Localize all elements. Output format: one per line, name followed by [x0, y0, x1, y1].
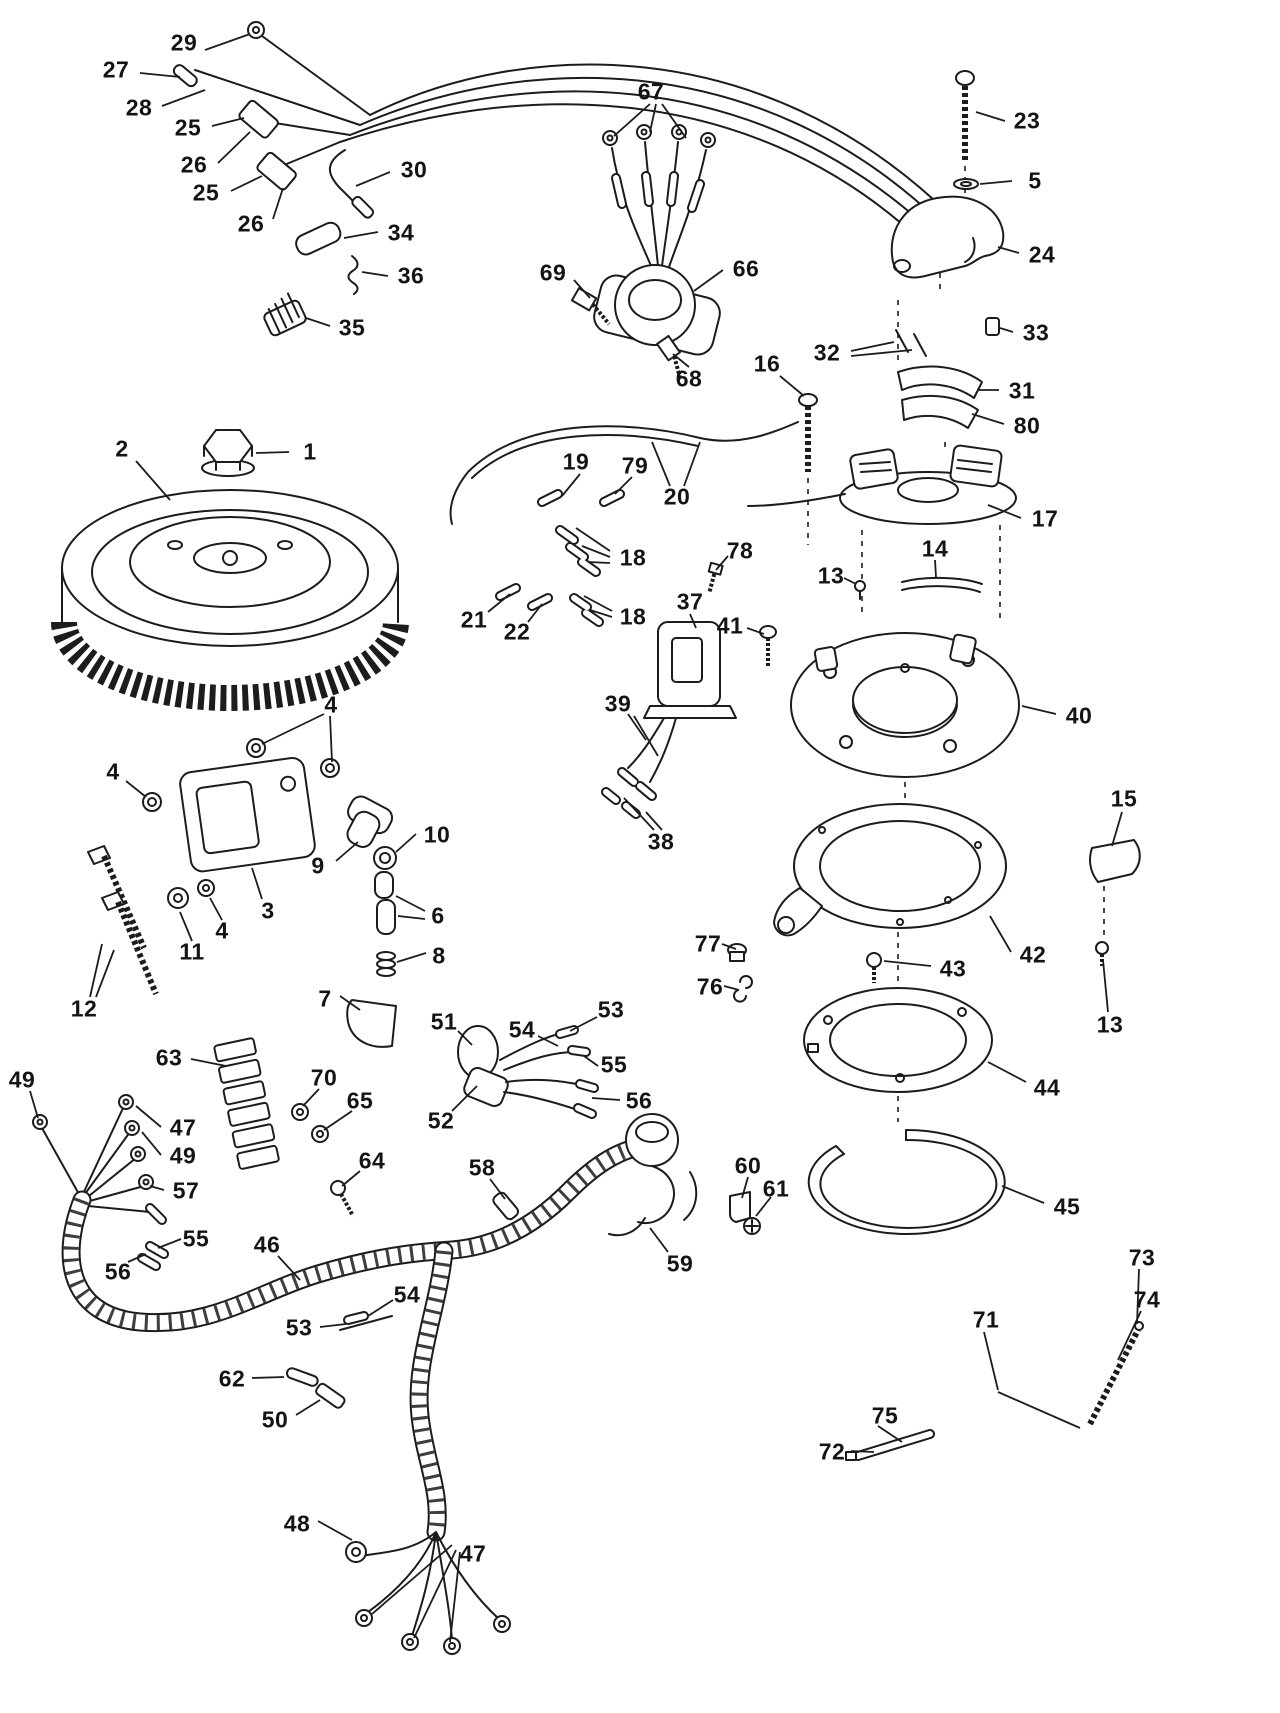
flywheel-drawing	[51, 489, 409, 711]
left-wire-cluster-drawing	[32, 1094, 169, 1271]
timer-base-drawing	[790, 632, 1020, 778]
lead-30	[351, 195, 375, 219]
terminal-block-drawing	[213, 1037, 355, 1217]
flywheel-nut-drawing	[201, 429, 255, 477]
connector-25-26-b	[256, 151, 297, 191]
lead-wire-drawing	[449, 421, 799, 627]
charge-coil-drawing	[601, 621, 737, 819]
harness-drawing	[61, 1136, 652, 1655]
retainer-plate-drawing	[803, 987, 993, 1093]
support-ring-drawing	[727, 803, 1007, 1003]
side-bracket-drawing	[1089, 839, 1141, 966]
bracket-stack-drawing	[890, 70, 1005, 429]
top-harness-drawing	[172, 21, 951, 239]
connector-drawing	[457, 1025, 761, 1237]
leader-lines	[29, 33, 1142, 1643]
small-screws-drawing	[707, 561, 777, 666]
snap-ring-drawing	[807, 1128, 1006, 1235]
ignition-coil-drawing	[87, 738, 397, 1048]
stator-drawing	[747, 393, 1017, 600]
connector-25-26-a	[238, 99, 279, 139]
cap-spring-plug-drawing	[263, 221, 359, 337]
wire-tip-27	[172, 64, 198, 88]
solenoid-drawing	[570, 124, 721, 380]
